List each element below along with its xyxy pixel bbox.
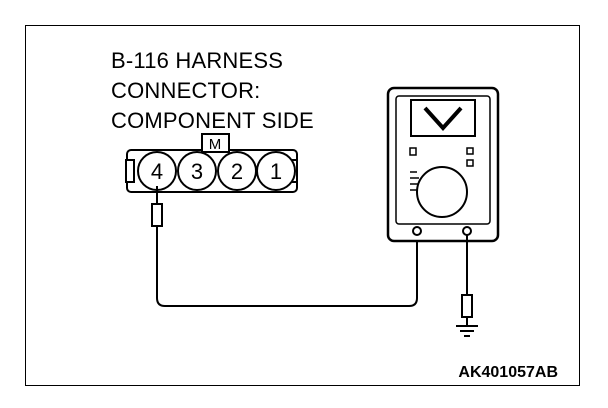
voltmeter	[386, 86, 500, 243]
connector-title-line-1: B-116 HARNESS	[111, 48, 284, 73]
figure-code: AK401057AB	[458, 364, 558, 381]
connector-title-line-3: COMPONENT SIDE	[111, 108, 314, 133]
mode-indicator-right-bottom	[466, 159, 474, 167]
v-terminal	[462, 226, 472, 236]
connector-key	[201, 133, 230, 153]
connector-title-line-2: CONNECTOR:	[111, 78, 261, 103]
pin-2-label: 2	[231, 159, 243, 184]
ground-lead	[461, 235, 473, 325]
com-terminal	[412, 226, 422, 236]
pin-4-label: 4	[151, 159, 163, 184]
connector-left-latch	[125, 159, 135, 183]
probe-tip-body	[151, 203, 163, 227]
connector-pins	[137, 151, 296, 191]
connector-key-label: M	[209, 136, 222, 153]
mode-indicator-right-top	[466, 147, 474, 155]
pin-1-cavity	[256, 151, 296, 191]
voltmeter-icon	[423, 106, 463, 131]
diagram-frame	[25, 25, 580, 386]
selector-dial	[416, 166, 468, 218]
pin-1-label: 1	[270, 159, 282, 184]
pin-3-cavity	[177, 151, 217, 191]
ground-symbol-icon	[456, 325, 478, 337]
mode-indicator-left	[409, 147, 417, 156]
pin-3-label: 3	[191, 159, 203, 184]
test-lead-wire	[156, 226, 418, 307]
dial-scale-marks	[410, 171, 420, 191]
ground-probe-body	[461, 294, 473, 318]
